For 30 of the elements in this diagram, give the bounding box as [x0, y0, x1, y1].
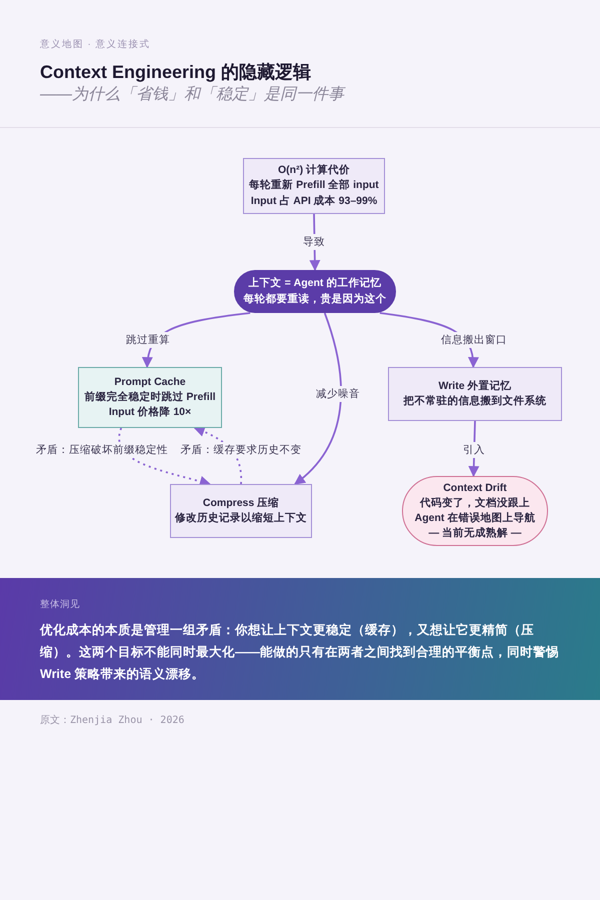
node-text: — 当前无成熟解 —	[428, 526, 522, 542]
node-heading: Context Drift	[443, 480, 507, 496]
dashed-arrow	[118, 428, 211, 487]
node-text: 修改历史记录以缩短上下文	[175, 511, 307, 526]
process-box	[243, 158, 385, 214]
insight-panel	[0, 578, 600, 700]
kicker-text: 意义地图 · 意义连接式	[40, 38, 150, 51]
node-text: 每轮重新 Prefill 全部 input	[249, 178, 379, 194]
source-note: 原文：Zhenjia Zhou · 2026	[40, 714, 184, 727]
node-text: Input 占 API 成本 93–99%	[250, 194, 378, 209]
title: Context Engineering 的隐藏逻辑	[40, 61, 312, 84]
insight-paragraph: 优化成本的本质是管理一组矛盾：你想让上下文更稳定（缓存），又想让它更精简（压缩）。这两个目标不能同时最大化——能做的只有在两者之间找到合理的平衡点，同时警惕 Write 策略带来的语义漂移。	[40, 622, 560, 683]
node-heading: Write 外置记忆	[438, 378, 512, 394]
node-text: Input 价格降 10×	[108, 405, 192, 420]
node-heading: Compress 压缩	[202, 496, 280, 511]
node-text: 前缀完全稳定时跳过 Prefill	[84, 390, 216, 405]
node-heading: O(n²) 计算代价	[278, 163, 350, 178]
node-heading: 上下文 = Agent 的工作记忆	[248, 276, 382, 292]
node-text: 代码变了，文档没跟上	[420, 496, 530, 511]
subtitle: ——为什么「省钱」和「稳定」是同一件事	[40, 84, 344, 105]
node-text: Agent 在错误地图上导航	[414, 511, 536, 526]
panel-heading: 整体洞见	[40, 598, 80, 612]
process-box	[78, 367, 222, 428]
node-text: 每轮都要重读，贵是因为这个	[244, 292, 386, 306]
node-text: 把不常驻的信息搬到文件系统	[404, 394, 546, 409]
process-box	[170, 484, 312, 538]
rounded-node	[234, 270, 396, 313]
node-heading: Prompt Cache	[114, 374, 186, 390]
process-box	[388, 367, 562, 421]
arrow	[294, 312, 342, 485]
